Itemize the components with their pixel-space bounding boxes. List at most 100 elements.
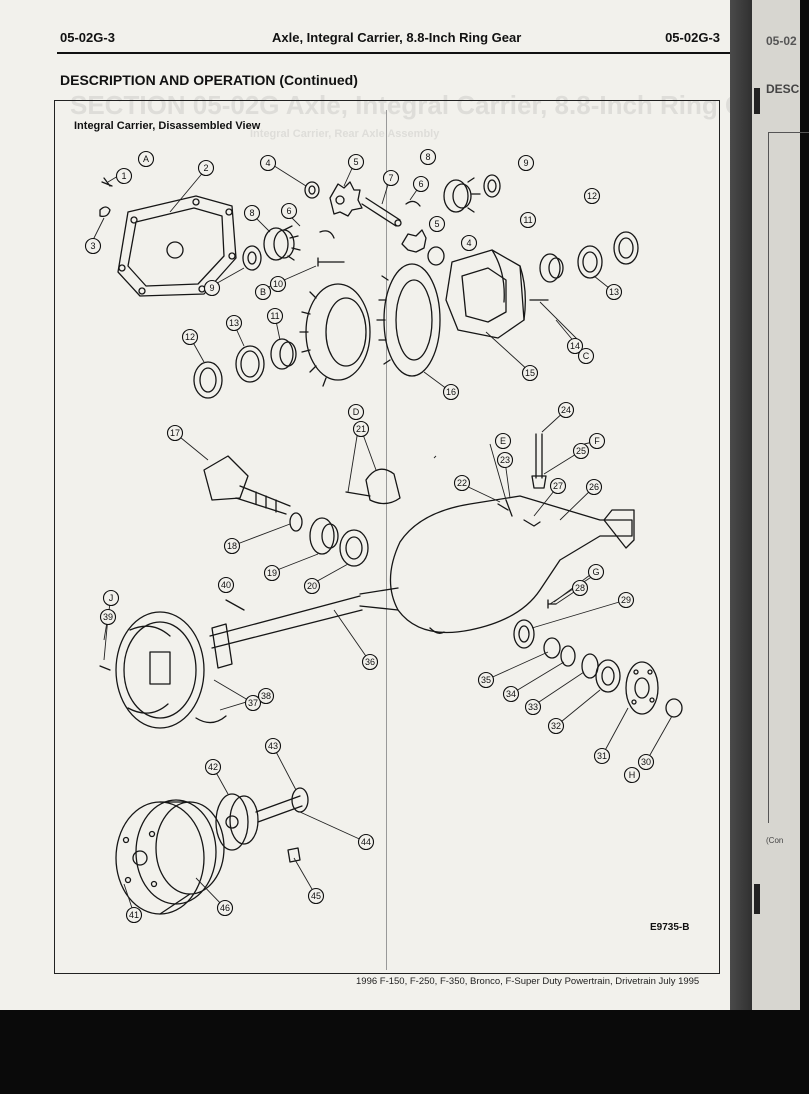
callout-label: 24 [561, 405, 571, 415]
callout-label: 4 [265, 158, 270, 168]
callout-label: B [260, 287, 266, 297]
tag [99, 206, 111, 218]
callout-circle [352, 420, 370, 438]
callout-label: A [143, 154, 149, 164]
shim-18 [289, 512, 303, 532]
callout-label: 25 [576, 446, 586, 456]
callout-6b: 6 [412, 175, 430, 193]
callout-6a: 6 [280, 202, 298, 220]
vent-27 [523, 519, 541, 527]
callout-circle [197, 159, 215, 177]
bearing-cup-20 [339, 529, 369, 567]
callout-28: 28 [571, 579, 589, 597]
callout-8a: 8 [243, 204, 261, 222]
callout-label: D [353, 407, 360, 417]
callout-circle [263, 564, 281, 582]
callout-circle [566, 337, 584, 355]
callout-circle [588, 432, 606, 450]
callout-letter-f: F [588, 432, 606, 450]
page-footer: 1996 F-150, F-250, F-350, Bronco, F-Supe… [356, 976, 700, 987]
callout-label: 3 [90, 241, 95, 251]
callout-circle [547, 717, 565, 735]
callout-label: 39 [103, 612, 113, 622]
show-through-title: SECTION 05-02G Axle, Integral Carrier, 8… [70, 90, 785, 120]
callout-letter-c: C [577, 347, 595, 365]
pinion-gear-5b [401, 229, 427, 253]
callout-label: 32 [551, 721, 561, 731]
callout-label: 44 [361, 837, 371, 847]
callout-circle [84, 237, 102, 255]
callout-circle [259, 154, 277, 172]
callout-circle [382, 169, 400, 187]
callout-34: 34 [502, 685, 520, 703]
drive-pinion [203, 455, 291, 515]
callout-label: F [594, 436, 600, 446]
callout-40: 40 [217, 576, 235, 594]
callout-letter-j: J [102, 589, 120, 607]
callout-circle [102, 589, 120, 607]
callout-7: 7 [382, 169, 400, 187]
bearing-cone-11b [539, 253, 564, 283]
bearing-cup-12b [613, 231, 639, 265]
callout-circle [347, 403, 365, 421]
callout-label: 20 [307, 581, 317, 591]
callout-label: 22 [457, 478, 467, 488]
bearing-cup-12a [193, 361, 223, 399]
callout-circle [257, 687, 275, 705]
callout-39: 39 [99, 608, 117, 626]
callout-45: 45 [307, 887, 325, 905]
callout-label: 42 [208, 762, 218, 772]
show-through-column-rule [386, 110, 387, 970]
callout-circle [442, 383, 460, 401]
callout-label: 11 [270, 311, 279, 321]
callout-4b: 4 [460, 234, 478, 252]
callout-43: 43 [264, 737, 282, 755]
callout-circle [496, 451, 514, 469]
section-heading: DESCRIPTION AND OPERATION (Continued) [60, 72, 358, 88]
callout-11b: 11 [519, 211, 537, 229]
side-gear-8a [263, 225, 301, 261]
running-header: 05-02G-3 Axle, Integral Carrier, 8.8-Inc… [60, 30, 720, 48]
binding-tab [754, 88, 760, 114]
callout-label: 9 [523, 158, 528, 168]
callout-circle [593, 747, 611, 765]
callout-15: 15 [521, 364, 539, 382]
callout-9a: 9 [203, 279, 221, 297]
exploded-view-illustration: 1 2 3 4 5 6 7 8 9 10 11 12 13 14 15 16 1… [84, 148, 683, 924]
callout-16: 16 [442, 383, 460, 401]
callout-label: 28 [575, 583, 585, 593]
callout-circle [571, 579, 589, 597]
bolt-28 [547, 599, 557, 609]
callout-circle [502, 685, 520, 703]
page-number-left: 05-02G-3 [60, 30, 115, 45]
callout-circle [623, 766, 641, 784]
callout-4a: 4 [259, 154, 277, 172]
callout-5b: 5 [428, 215, 446, 233]
callout-circle [269, 275, 287, 293]
callout-41: 41 [125, 906, 143, 924]
callout-circle [266, 307, 284, 325]
callout-circle [577, 347, 595, 365]
callout-label: 41 [129, 910, 139, 920]
callout-letter-b: B [254, 283, 272, 301]
callout-13b: 13 [605, 283, 623, 301]
callout-circle [244, 694, 262, 712]
callout-13a: 13 [225, 314, 243, 332]
bolt-40 [225, 599, 245, 611]
callout-circle [166, 424, 184, 442]
side-gear-8b [443, 177, 481, 213]
callout-circle [217, 576, 235, 594]
manual-title: Axle, Integral Carrier, 8.8-Inch Ring Ge… [272, 30, 522, 45]
callout-35: 35 [477, 671, 495, 689]
callout-12b: 12 [583, 187, 601, 205]
lock-bolt-10 [317, 257, 345, 267]
sensor-wire [429, 627, 445, 634]
figure-code: E9735-B [650, 922, 690, 933]
callout-10: 10 [269, 275, 287, 293]
lug-nut-30 [665, 698, 683, 718]
callout-circle [181, 328, 199, 346]
brake-line-38 [195, 715, 227, 724]
callout-1: 1 [115, 167, 133, 185]
callout-circle [517, 154, 535, 172]
callout-label: 26 [589, 482, 599, 492]
